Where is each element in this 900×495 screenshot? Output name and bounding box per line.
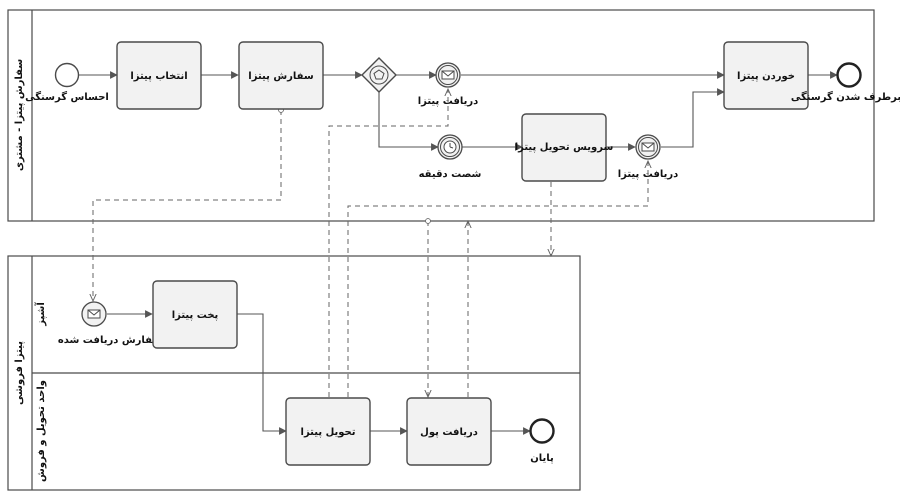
task-deliver-pizza[interactable]: تحویل پیتزا — [285, 397, 371, 466]
chef-lane-label: آشپز — [34, 302, 47, 327]
message-event-pizza-received-top[interactable] — [435, 62, 461, 88]
task-receive-money[interactable]: دریافت پول — [406, 397, 492, 466]
pizza-received-top-label: دریافت پیتزا — [418, 96, 479, 107]
sixty-minutes-label: شصت دقیقه — [419, 169, 482, 180]
clock-icon — [443, 140, 457, 154]
eat-pizza-label: خوردن پیتزا — [737, 71, 795, 82]
task-order-pizza[interactable]: سفارش پیتزا — [238, 41, 324, 110]
sequence-flows-customer — [79, 71, 838, 151]
bake-pizza-label: پخت پیتزا — [172, 310, 219, 321]
task-choose-pizza[interactable]: انتخاب پیتزا — [116, 41, 202, 110]
end-label: پایان — [530, 453, 554, 464]
order-received-label: سفارش دریافت شده — [58, 335, 163, 346]
start-event-hungry[interactable] — [54, 62, 80, 88]
envelope-icon — [441, 70, 455, 80]
delivery-lane-label: واحد تحویل و فروش — [36, 380, 47, 482]
delivery-service-label: سرویس تحویل پیتزا — [515, 142, 614, 153]
choose-pizza-label: انتخاب پیتزا — [130, 71, 187, 82]
receive-money-label: دریافت پول — [420, 427, 478, 438]
pentagon-icon — [373, 69, 385, 80]
message-flows — [93, 89, 648, 397]
task-delivery-service[interactable]: سرویس تحویل پیتزا — [515, 113, 614, 182]
message-event-order-received[interactable] — [81, 301, 107, 327]
end-event-hunger-satisfied[interactable] — [836, 62, 862, 88]
sequence-flows-vendor — [107, 310, 531, 435]
event-based-gateway[interactable] — [361, 57, 397, 93]
envelope-icon — [87, 309, 101, 319]
task-bake-pizza[interactable]: پخت پیتزا — [152, 280, 238, 349]
vendor-pool-label: پیتزا فروشی — [14, 341, 25, 405]
envelope-icon — [641, 142, 655, 152]
hungry-label: احساس گرسنگی — [25, 90, 109, 103]
task-eat-pizza[interactable]: خوردن پیتزا — [723, 41, 809, 110]
message-event-pizza-received-bottom[interactable] — [635, 134, 661, 160]
deliver-pizza-label: تحویل پیتزا — [301, 427, 356, 438]
timer-event-sixty-minutes[interactable] — [437, 134, 463, 160]
pizza-received-bottom-label: دریافت پیتزا — [618, 169, 679, 180]
customer-pool-label: سفارش پیتزا - مشتری — [14, 59, 25, 172]
order-pizza-label: سفارش پیتزا — [248, 71, 314, 82]
end-event[interactable] — [529, 418, 555, 444]
hunger-satisfied-label: برطرف شدن گرسنگی — [791, 90, 900, 103]
